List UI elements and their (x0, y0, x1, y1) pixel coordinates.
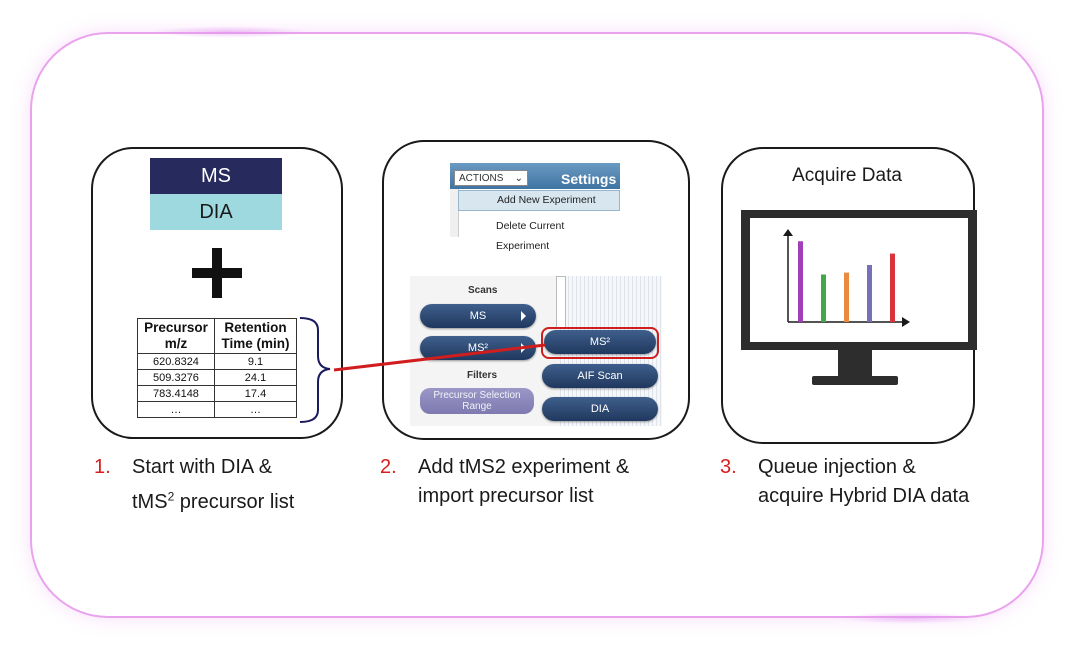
step-2-line2: import precursor list (418, 485, 594, 507)
table-bracket (299, 317, 331, 423)
ms-scan-button[interactable]: MS (420, 304, 536, 328)
step-1-number: 1. (94, 456, 111, 478)
step-2-number: 2. (380, 456, 397, 478)
acquire-data-title: Acquire Data (792, 165, 902, 186)
filters-label: Filters (467, 370, 498, 381)
menu-item-add-experiment[interactable]: Add New Experiment (458, 190, 620, 211)
x-axis-arrow-icon (902, 317, 910, 327)
y-axis-arrow-icon (783, 229, 793, 236)
chart-bar (890, 253, 895, 322)
frame-glow-top (150, 26, 310, 38)
cell-mz: 620.8324 (137, 353, 215, 370)
table-row: …… (137, 401, 298, 418)
ms-block: MS (150, 158, 282, 194)
menu-item-delete-experiment[interactable]: Delete Current Experiment (496, 220, 565, 252)
outer-frame (30, 32, 1044, 618)
connector-line (333, 343, 546, 372)
cell-mz: 509.3276 (137, 369, 215, 386)
chart-bar (844, 272, 849, 322)
step-1-line2: tMS2 precursor list (132, 489, 295, 513)
dia-block: DIA (150, 194, 282, 230)
chevron-down-icon: ⌄ (514, 173, 523, 184)
settings-label: Settings (561, 171, 617, 187)
monitor-icon (741, 210, 977, 385)
ms2-highlight-box (541, 327, 659, 359)
scans-label: Scans (468, 285, 498, 296)
cell-rt: … (213, 401, 298, 418)
chart-bar (821, 274, 826, 322)
plus-icon-vertical (212, 248, 222, 298)
step-2-line1: Add tMS2 experiment & (418, 456, 630, 478)
precursor-selection-range-button[interactable]: Precursor Selection Range (420, 388, 534, 414)
actions-dropdown[interactable]: ACTIONS⌄ (454, 170, 528, 186)
chart-bar (867, 265, 872, 322)
dia-button[interactable]: DIA (542, 397, 658, 421)
step-3-line2: acquire Hybrid DIA data (758, 485, 970, 507)
frame-glow-bottom (840, 612, 980, 624)
cell-mz: … (137, 401, 215, 418)
triangle-right-icon (521, 311, 526, 321)
step-1-line1: Start with DIA & (132, 456, 273, 478)
chart-bar (798, 241, 803, 322)
ms2-experiment-button[interactable]: MS² (544, 330, 656, 354)
menu-gutter (450, 189, 459, 237)
step-3-number: 3. (720, 456, 737, 478)
step-3-line1: Queue injection & (758, 456, 916, 478)
aif-scan-button[interactable]: AIF Scan (542, 364, 658, 388)
